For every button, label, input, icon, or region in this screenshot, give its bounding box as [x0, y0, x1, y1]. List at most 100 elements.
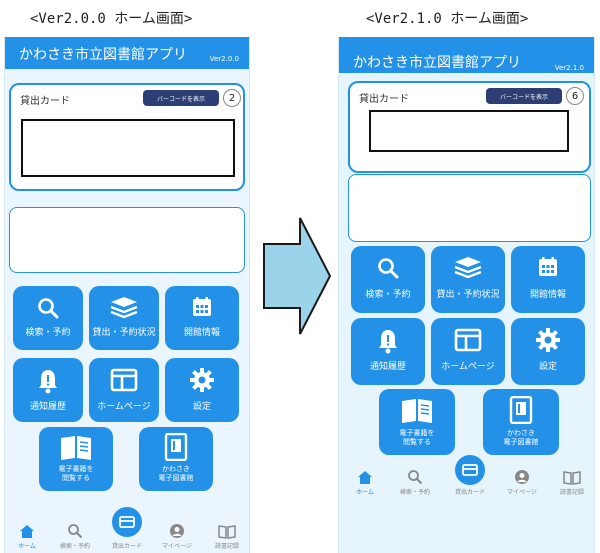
nav-home[interactable]: ホーム — [5, 521, 51, 550]
nav-search[interactable]: 検索・予約 — [51, 521, 99, 550]
old-screen-heading: <Ver2.0.0 ホーム画面> — [30, 11, 193, 27]
tile-notification-history[interactable]: 通知履歴 — [13, 358, 83, 422]
calendar-icon — [511, 255, 585, 279]
tile-kawasaki-e-library[interactable]: かわさき 電子図書館 — [483, 389, 559, 455]
tile-label: ホームページ — [97, 402, 151, 412]
nav-label: ホーム — [356, 489, 374, 496]
nav-label: 貸出カード — [454, 489, 485, 496]
ebook-icon — [379, 396, 455, 424]
card-count-badge: 2 — [223, 89, 241, 107]
tile-settings[interactable]: 設定 — [511, 318, 585, 385]
new-screen-heading: <Ver2.1.0 ホーム画面> — [366, 11, 529, 27]
tile-label: 検索・予約 — [25, 328, 71, 338]
nav-home[interactable]: ホーム — [341, 467, 389, 496]
tile-label: 設定 — [192, 402, 211, 412]
tile-label: 電子書籍を 閲覧する — [399, 429, 435, 446]
app-version: Ver2.0.0 — [209, 55, 239, 63]
tile-label: 通知履歴 — [29, 402, 66, 412]
tile-label: かわさき 電子図書館 — [503, 429, 539, 446]
tile-label: 電子書籍を 閲覧する — [58, 465, 94, 482]
tile-label: 設定 — [538, 362, 557, 372]
tile-settings[interactable]: 設定 — [165, 358, 239, 422]
books-icon — [431, 254, 505, 280]
card-icon — [119, 513, 135, 532]
home-icon — [5, 521, 51, 539]
tile-kawasaki-e-library[interactable]: かわさき 電子図書館 — [139, 427, 213, 491]
card-fab-button[interactable] — [112, 507, 142, 537]
nav-label: 読書記録 — [214, 543, 239, 550]
book-open-icon — [203, 521, 249, 539]
tile-label: かわさき 電子図書館 — [158, 465, 194, 482]
tile-opening-info[interactable]: 開館情報 — [165, 286, 239, 350]
tile-lending-status[interactable]: 貸出・予約状況 — [89, 286, 159, 350]
tile-label: 貸出・予約状況 — [92, 328, 156, 338]
barcode-area — [21, 119, 235, 177]
nav-label: ホーム — [18, 543, 36, 550]
tile-lending-status[interactable]: 貸出・予約状況 — [431, 246, 505, 313]
gear-icon — [165, 367, 239, 393]
tablet-book-icon — [139, 433, 213, 461]
home-icon — [341, 467, 389, 485]
app-version: Ver2.1.0 — [554, 64, 584, 72]
lending-card: 貸出カード バーコードを表示 6 — [348, 81, 591, 173]
books-icon — [89, 294, 159, 320]
ebook-icon — [39, 433, 113, 461]
show-barcode-button[interactable]: バーコードを表示 — [143, 90, 219, 106]
tile-label: 開館情報 — [529, 290, 566, 300]
nav-label: マイページ — [507, 489, 537, 496]
card-count-badge: 6 — [566, 87, 584, 105]
calendar-icon — [165, 295, 239, 319]
card-icon — [462, 461, 478, 480]
nav-reading-log[interactable]: 読書記録 — [203, 521, 249, 550]
show-barcode-button[interactable]: バーコードを表示 — [486, 88, 562, 104]
nav-label: 貸出カード — [111, 543, 142, 550]
nav-label: 読書記録 — [559, 489, 584, 496]
tile-search-reserve[interactable]: 検索・予約 — [13, 286, 83, 350]
user-icon — [153, 521, 201, 539]
tablet-book-icon — [483, 396, 559, 424]
tile-notification-history[interactable]: 通知履歴 — [351, 318, 425, 385]
app-title: かわさき市立図書館アプリ — [353, 55, 521, 71]
app-header: かわさき市立図書館アプリ Ver2.0.0 — [5, 37, 249, 69]
tile-homepage[interactable]: ホームページ — [89, 358, 159, 422]
transition-arrow-icon — [263, 217, 332, 335]
nav-reading-log[interactable]: 読書記録 — [548, 467, 594, 496]
app-title: かわさき市立図書館アプリ — [19, 47, 187, 63]
search-icon — [351, 256, 425, 280]
notice-area — [9, 207, 245, 273]
nav-card[interactable]: 貸出カード — [103, 521, 151, 550]
tile-label: 開館情報 — [183, 328, 220, 338]
browser-icon — [89, 368, 159, 392]
app-header: かわさき市立図書館アプリ Ver2.1.0 — [339, 37, 594, 73]
lending-card: 貸出カード バーコードを表示 2 — [9, 83, 245, 191]
user-icon — [498, 467, 546, 485]
tile-ebook[interactable]: 電子書籍を 閲覧する — [379, 389, 455, 455]
search-icon — [13, 296, 83, 320]
search-icon — [391, 467, 439, 485]
tile-homepage[interactable]: ホームページ — [431, 318, 505, 385]
nav-mypage[interactable]: マイページ — [153, 521, 201, 550]
nav-label: マイページ — [162, 543, 192, 550]
gear-icon — [511, 327, 585, 353]
card-label: 貸出カード — [359, 94, 409, 105]
notice-area — [348, 174, 591, 242]
nav-mypage[interactable]: マイページ — [498, 467, 546, 496]
bell-icon — [351, 328, 425, 354]
tile-ebook[interactable]: 電子書籍を 閲覧する — [39, 427, 113, 491]
card-label: 貸出カード — [20, 96, 70, 107]
barcode-area — [369, 110, 569, 152]
nav-label: 検索・予約 — [59, 543, 90, 550]
bell-icon — [13, 368, 83, 394]
tile-search-reserve[interactable]: 検索・予約 — [351, 246, 425, 313]
tile-label: 通知履歴 — [369, 362, 406, 372]
tile-label: 検索・予約 — [365, 290, 411, 300]
nav-card[interactable]: 貸出カード — [446, 467, 494, 496]
card-fab-button[interactable] — [455, 455, 485, 485]
browser-icon — [431, 328, 505, 352]
nav-search[interactable]: 検索・予約 — [391, 467, 439, 496]
book-open-icon — [548, 467, 594, 485]
new-phone-screen: かわさき市立図書館アプリ Ver2.1.0 貸出カード バーコードを表示 6 検… — [338, 37, 595, 553]
tile-label: 貸出・予約状況 — [436, 290, 500, 300]
tile-opening-info[interactable]: 開館情報 — [511, 246, 585, 313]
search-icon — [51, 521, 99, 539]
